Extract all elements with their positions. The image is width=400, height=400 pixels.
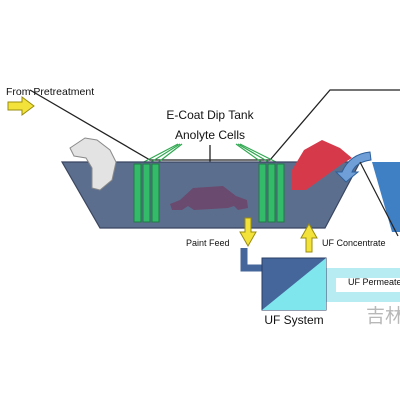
anolyte-cells-right [258,163,285,223]
uf-permeate-pipe [326,268,400,302]
yellow-arrow-icon [7,96,35,116]
uf-concentrate-label: UF Concentrate [322,238,386,248]
anolyte-cells-label: Anolyte Cells [175,128,245,142]
anolyte-cells-left [133,163,160,223]
paint-feed-label: Paint Feed [186,238,230,248]
yellow-arrow-icon [300,222,318,253]
uf-system-unit [261,257,327,311]
from-pretreatment-label: From Pretreatment [6,86,94,98]
car-body-icon [170,186,248,210]
curved-blue-arrow-icon [334,151,372,183]
rinse-tank [372,162,400,232]
uf-system-label: UF System [264,313,323,327]
uf-permeate-label: UF Permeate [348,277,400,287]
conveyor-line [29,89,400,161]
rinse-tank-edge [359,161,399,237]
paint-feed-pipe [240,248,262,272]
watermark-text: 吉林 [366,305,400,327]
anolyte-cell-lines [139,143,281,165]
tank-title-label: E-Coat Dip Tank [166,108,254,122]
car-body-icon [69,137,117,191]
yellow-arrow-icon [239,217,257,248]
car-body-icon [292,140,352,190]
